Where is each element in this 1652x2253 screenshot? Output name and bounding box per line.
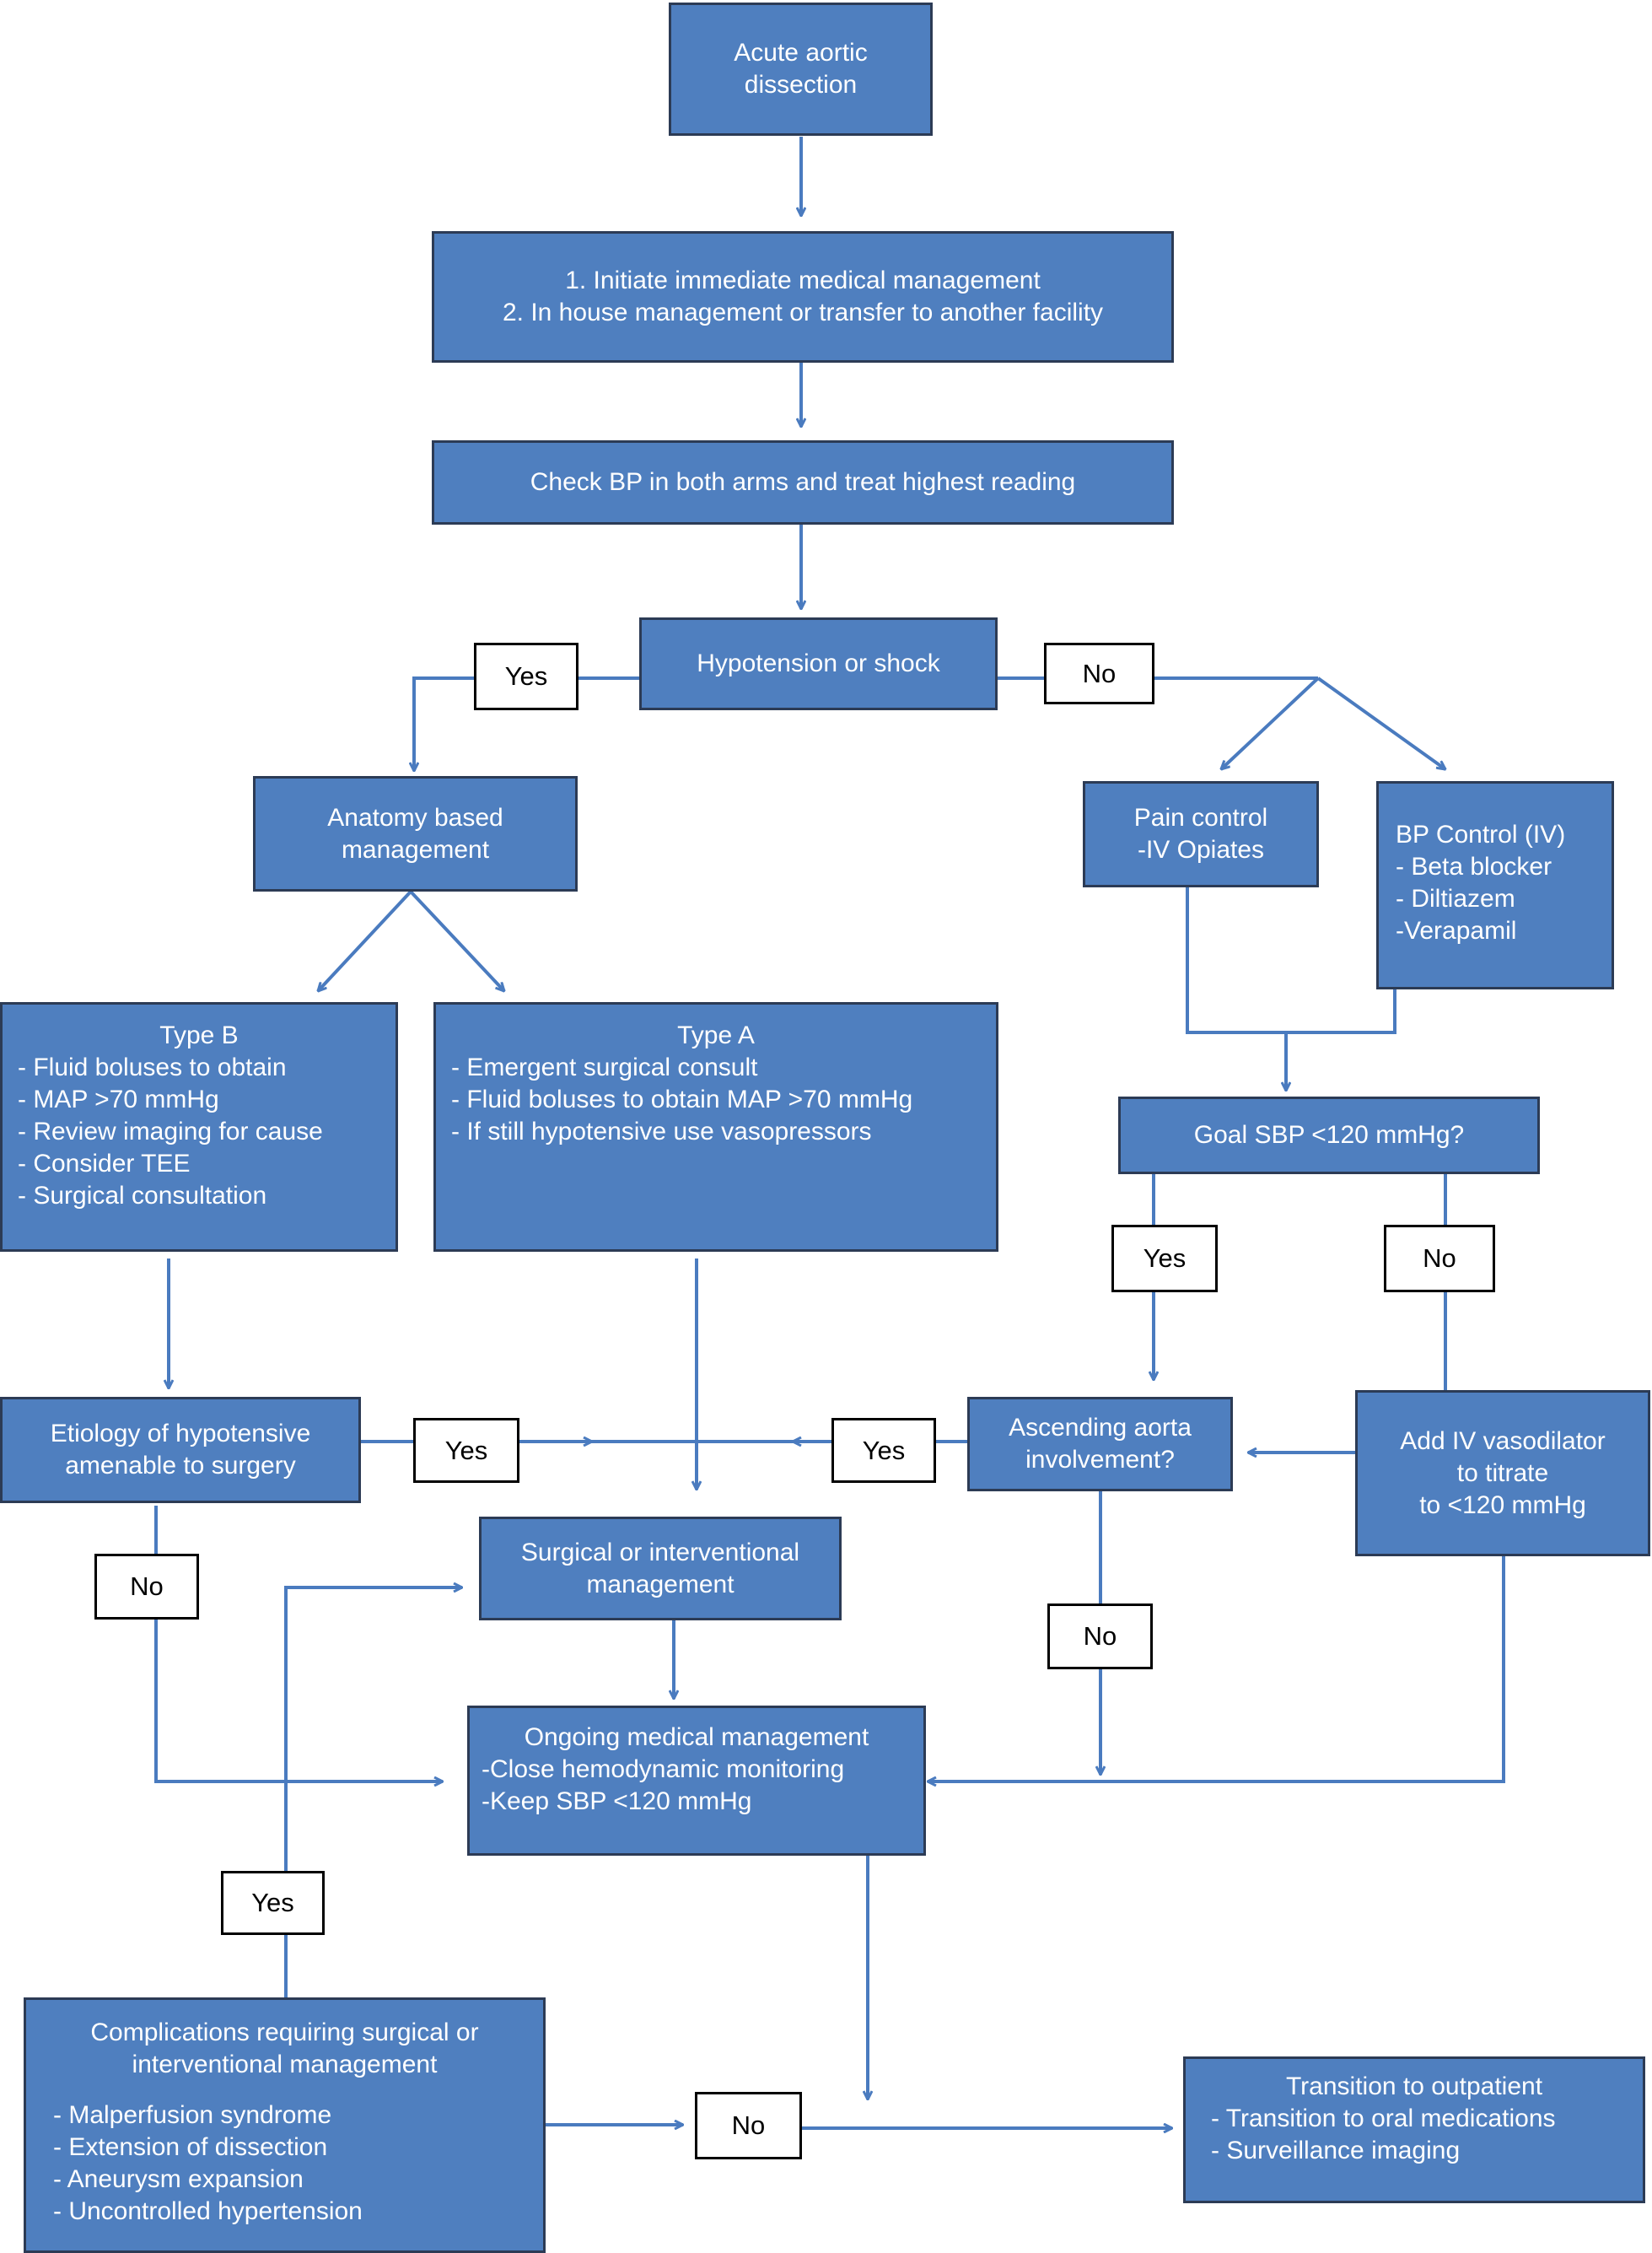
label-ascending-yes: Yes	[831, 1418, 936, 1483]
node-text: -Close hemodynamic monitoring	[482, 1755, 845, 1783]
label-complications-yes: Yes	[221, 1871, 325, 1935]
node-etiology-hypotensive: Etiology of hypotensive amenable to surg…	[0, 1397, 361, 1503]
node-text: - If still hypotensive use vasopressors	[451, 1118, 872, 1145]
node-title: Transition to outpatient	[1285, 2072, 1543, 2100]
node-add-iv-vasodilator: Add IV vasodilator to titrate to <120 mm…	[1355, 1390, 1650, 1556]
node-text: -Keep SBP <120 mmHg	[482, 1787, 752, 1815]
node-text: - Emergent surgical consult	[451, 1054, 758, 1081]
edge-vasodilator-to-ongoing	[928, 1556, 1505, 1781]
edge-split-to-bp-control	[1316, 676, 1445, 769]
node-transition-outpatient: Transition to outpatient - Transition to…	[1183, 2056, 1645, 2203]
node-text: Acute aortic	[734, 39, 868, 67]
edge-split-to-pain	[1221, 676, 1320, 769]
node-text: - Consider TEE	[18, 1150, 191, 1178]
node-text: Anatomy based	[327, 803, 503, 832]
node-text: - Diltiazem	[1396, 885, 1515, 913]
node-text: involvement?	[1025, 1446, 1175, 1474]
label-ascending-no: No	[1047, 1604, 1153, 1669]
node-text: - Surgical consultation	[18, 1182, 267, 1210]
node-text: -Verapamil	[1396, 917, 1517, 945]
node-anatomy-based-management: Anatomy based management	[253, 776, 578, 892]
node-text: Etiology of hypotensive	[50, 1420, 311, 1447]
node-surgical-interventional: Surgical or interventional management	[479, 1517, 842, 1620]
node-text: Surgical or interventional	[520, 1538, 800, 1566]
node-text: 2. In house management or transfer to an…	[502, 299, 1104, 326]
label-goal-yes: Yes	[1111, 1225, 1218, 1292]
label-goal-no: No	[1384, 1225, 1495, 1292]
node-text: - Beta blocker	[1396, 853, 1552, 881]
node-text: management	[586, 1570, 735, 1598]
node-text: Pain control	[1133, 804, 1268, 832]
node-type-a: Type A - Emergent surgical consult - Flu…	[433, 1002, 998, 1252]
node-text: -IV Opiates	[1137, 836, 1265, 864]
label-hypotension-no: No	[1044, 643, 1154, 704]
node-text: - Fluid boluses to obtain MAP >70 mmHg	[451, 1086, 913, 1113]
edge-anatomy-to-type-a	[409, 890, 504, 991]
node-ongoing-medical-management: Ongoing medical management -Close hemody…	[467, 1706, 926, 1856]
node-text: amenable to surgery	[65, 1452, 296, 1480]
node-text: Check BP in both arms and treat highest …	[530, 468, 1076, 496]
node-title: interventional management	[132, 2051, 438, 2078]
edge-anatomy-to-type-b	[318, 890, 412, 991]
label-etiology-yes: Yes	[413, 1418, 519, 1483]
node-ascending-aorta: Ascending aorta involvement?	[967, 1397, 1233, 1491]
node-text: Add IV vasodilator	[1400, 1426, 1606, 1455]
node-text: - Aneurysm expansion	[53, 2165, 304, 2193]
node-text: - Surveillance imaging	[1211, 2137, 1461, 2164]
node-check-bp: Check BP in both arms and treat highest …	[432, 440, 1174, 525]
edge-complications-yes-to-surgical	[284, 1587, 462, 1997]
node-text: - Malperfusion syndrome	[53, 2101, 332, 2129]
node-pain-control: Pain control -IV Opiates	[1083, 781, 1319, 887]
node-text: - MAP >70 mmHg	[18, 1086, 219, 1113]
node-text: - Extension of dissection	[53, 2133, 328, 2161]
node-text: Ascending aorta	[1009, 1414, 1192, 1442]
node-text: - Transition to oral medications	[1211, 2105, 1556, 2132]
label-etiology-no: No	[94, 1554, 199, 1620]
node-text: dissection	[744, 71, 858, 99]
node-title: Type B	[159, 1021, 239, 1049]
node-text: to titrate	[1456, 1458, 1549, 1487]
label-hypotension-yes: Yes	[474, 643, 578, 710]
label-final-no: No	[695, 2092, 802, 2159]
node-text: management	[341, 835, 490, 864]
node-title: Type A	[677, 1021, 755, 1049]
node-text: BP Control (IV)	[1396, 821, 1566, 849]
node-text: - Fluid boluses to obtain	[18, 1054, 287, 1081]
node-text: Goal SBP <120 mmHg?	[1193, 1121, 1465, 1149]
node-acute-aortic-dissection: Acute aortic dissection	[669, 3, 933, 136]
node-text: - Uncontrolled hypertension	[53, 2197, 363, 2225]
node-goal-sbp: Goal SBP <120 mmHg?	[1118, 1097, 1540, 1174]
node-text: to <120 mmHg	[1419, 1490, 1586, 1519]
node-title: Ongoing medical management	[524, 1723, 869, 1751]
node-initiate-management: 1. Initiate immediate medical management…	[432, 231, 1174, 363]
edge-etiology-no-to-ongoing	[154, 1506, 443, 1781]
node-bp-control: BP Control (IV) - Beta blocker - Diltiaz…	[1376, 781, 1614, 989]
node-title: Complications requiring surgical or	[90, 2019, 479, 2046]
node-complications: Complications requiring surgical or inte…	[24, 1997, 546, 2253]
node-text: - Review imaging for cause	[18, 1118, 323, 1145]
node-text: Hypotension or shock	[697, 649, 940, 677]
edge-pain-bp-merge-to-goal	[1186, 887, 1396, 1091]
node-text: 1. Initiate immediate medical management	[565, 267, 1041, 294]
node-type-b: Type B - Fluid boluses to obtain - MAP >…	[0, 1002, 398, 1252]
node-hypotension-or-shock: Hypotension or shock	[639, 617, 998, 710]
